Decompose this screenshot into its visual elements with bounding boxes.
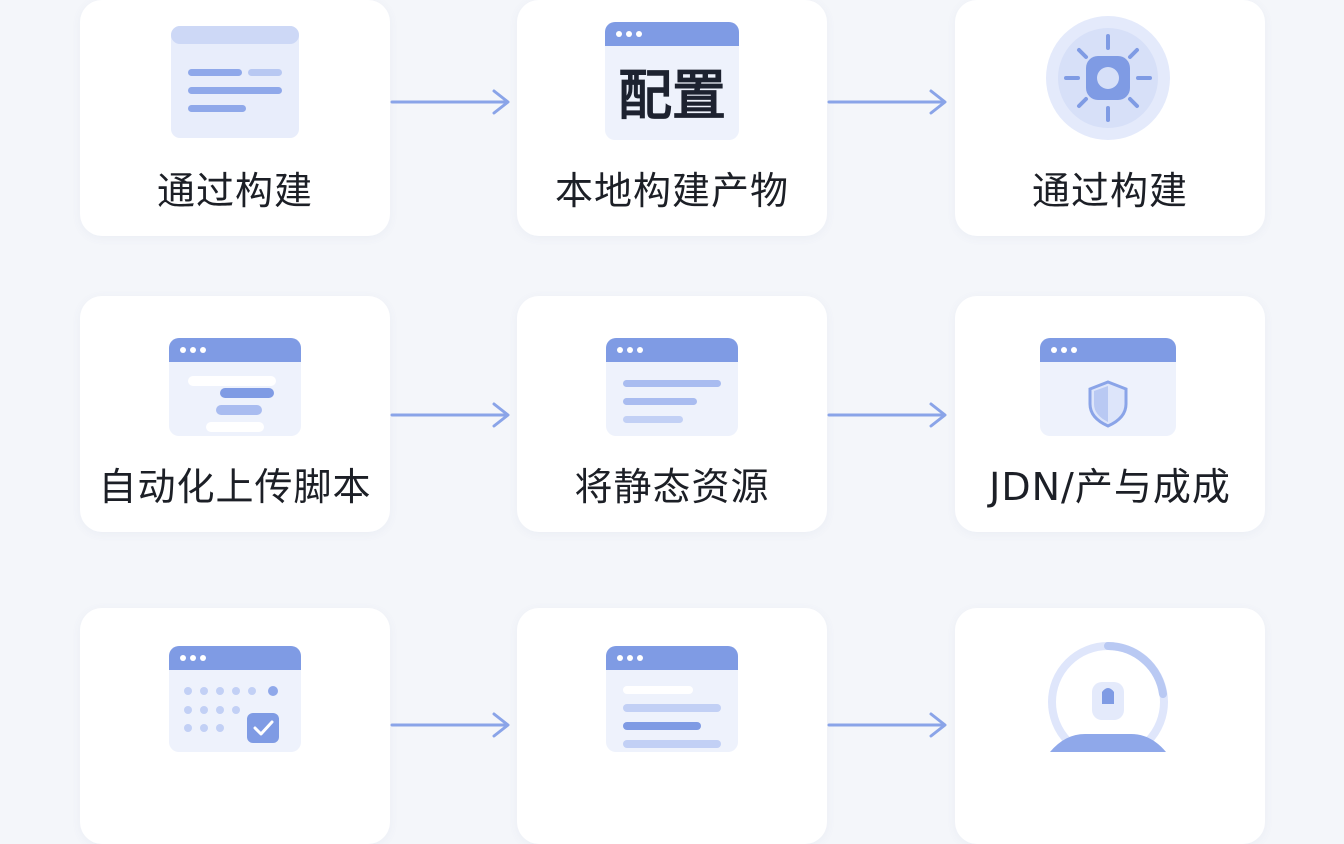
step-card-static-assets: 将静态资源 xyxy=(517,296,827,532)
step-label: 通过构建 xyxy=(1031,169,1188,213)
list-window-icon xyxy=(606,338,738,436)
step-label: 本地构建产物 xyxy=(554,169,789,213)
config-badge-text: 配置 xyxy=(618,64,726,127)
document-panel-icon xyxy=(171,26,299,138)
arrow-right-icon xyxy=(390,89,510,115)
step-card-upload-script: 自动化上传脚本 xyxy=(80,296,390,532)
shield-window-icon xyxy=(1040,338,1176,436)
step-card-build: 通过构建 xyxy=(80,0,390,236)
step-card-calendar xyxy=(80,608,390,844)
step-card-local-artifact: 配置 本地构建产物 xyxy=(517,0,827,236)
step-label: 通过构建 xyxy=(156,169,313,213)
upload-window-icon xyxy=(169,338,301,436)
step-card-build-2: 通过构建 xyxy=(955,0,1265,236)
step-label: JDN/产与成成 xyxy=(989,465,1231,509)
arrow-right-icon xyxy=(827,402,947,428)
calendar-window-icon xyxy=(169,646,301,752)
arrow-right-icon xyxy=(827,89,947,115)
step-label: 将静态资源 xyxy=(574,465,770,509)
step-card-progress xyxy=(517,608,827,844)
gear-badge-icon xyxy=(1046,16,1170,140)
lock-ring-icon xyxy=(1048,642,1168,752)
config-window-icon: 配置 xyxy=(605,22,739,140)
arrow-right-icon xyxy=(390,402,510,428)
step-card-lock xyxy=(955,608,1265,844)
arrow-right-icon xyxy=(390,712,510,738)
arrow-right-icon xyxy=(827,712,947,738)
step-label: 自动化上传脚本 xyxy=(98,465,372,509)
step-card-jdn: JDN/产与成成 xyxy=(955,296,1265,532)
progress-window-icon xyxy=(606,646,738,752)
